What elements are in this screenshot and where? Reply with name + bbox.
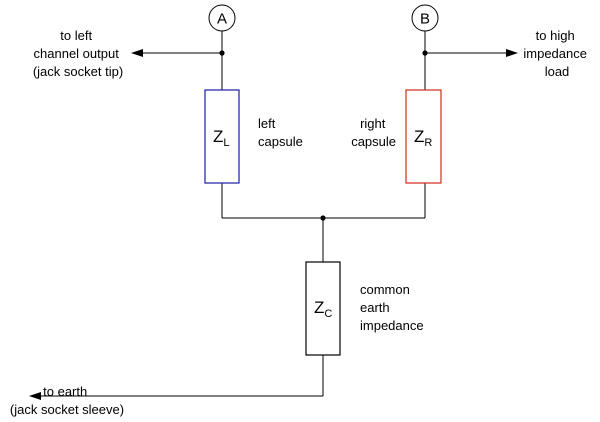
node-a: A (208, 4, 236, 32)
zr-subscript: R (424, 137, 432, 149)
resistor-zc: ZC (305, 261, 341, 356)
zl-subscript: L (223, 137, 229, 149)
right-output-arrow (506, 49, 518, 57)
junction-dot-b (422, 50, 428, 56)
resistor-zl: ZL (204, 89, 240, 184)
left-output-label: to left channel output (jack socket tip) (33, 28, 123, 79)
earth-label: to earth (jack socket sleeve) (10, 384, 124, 417)
resistor-zr: ZR (405, 89, 442, 184)
node-b: B (411, 4, 439, 32)
wires (40, 31, 507, 397)
left-capsule-label: left capsule (258, 116, 303, 149)
zc-symbol: Z (314, 298, 324, 317)
node-a-label: A (217, 11, 227, 28)
svg-text:ZC: ZC (314, 298, 332, 320)
zl-symbol: Z (213, 127, 223, 146)
left-output-arrow (131, 49, 143, 57)
right-capsule-label: right capsule (351, 116, 396, 149)
right-output-label: to high impedance load (523, 28, 590, 79)
svg-text:ZR: ZR (414, 127, 432, 149)
junction-dot-common (320, 215, 326, 221)
zr-symbol: Z (414, 127, 424, 146)
earth-arrow (29, 392, 41, 400)
common-earth-label: common earth impedance (360, 282, 424, 333)
zc-subscript: C (324, 308, 332, 320)
junction-dot-a (219, 50, 225, 56)
svg-text:ZL: ZL (213, 127, 230, 149)
node-b-label: B (420, 11, 430, 28)
